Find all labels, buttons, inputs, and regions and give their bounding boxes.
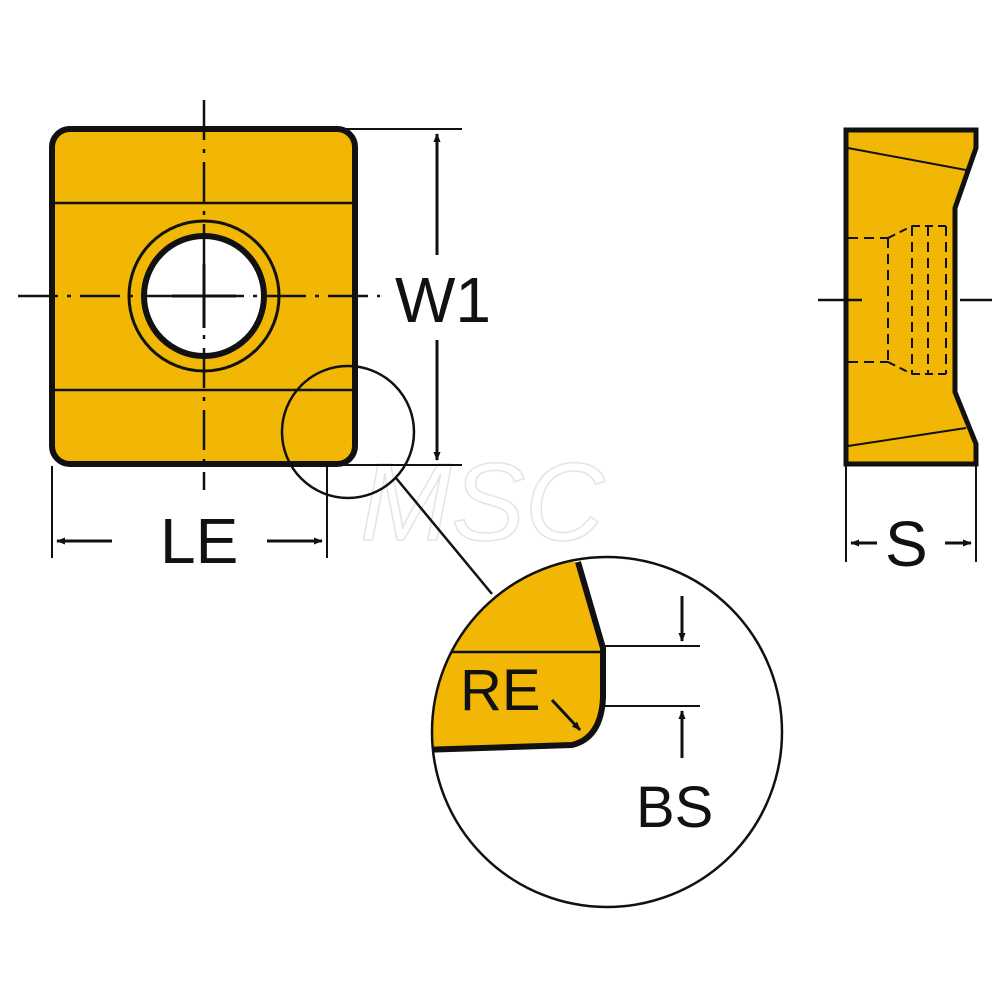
detail-corner-edge xyxy=(432,561,606,753)
hidden-line-chamfer-bottom xyxy=(887,361,913,375)
hidden-line-chamfer-top xyxy=(887,225,913,239)
bs-label: BS xyxy=(636,775,713,840)
w1-label: W1 xyxy=(395,264,491,336)
detail-circle-outline xyxy=(430,555,784,909)
w1-dimension: W1 xyxy=(342,128,491,466)
detail-callout-circle xyxy=(280,364,416,500)
front-view xyxy=(18,100,380,490)
re-leader-arrow xyxy=(550,698,582,732)
side-rake-line-top xyxy=(847,147,967,171)
watermark-text: MSC xyxy=(360,441,606,564)
detail-view: BS RE xyxy=(430,555,784,909)
side-view xyxy=(818,127,992,467)
s-label: S xyxy=(885,508,928,580)
side-rake-line-bottom xyxy=(847,427,967,447)
detail-leader-line xyxy=(395,477,493,595)
re-label: RE xyxy=(460,658,541,723)
s-dimension: S xyxy=(845,466,977,580)
le-label: LE xyxy=(160,505,238,577)
le-dimension: LE xyxy=(51,466,328,577)
